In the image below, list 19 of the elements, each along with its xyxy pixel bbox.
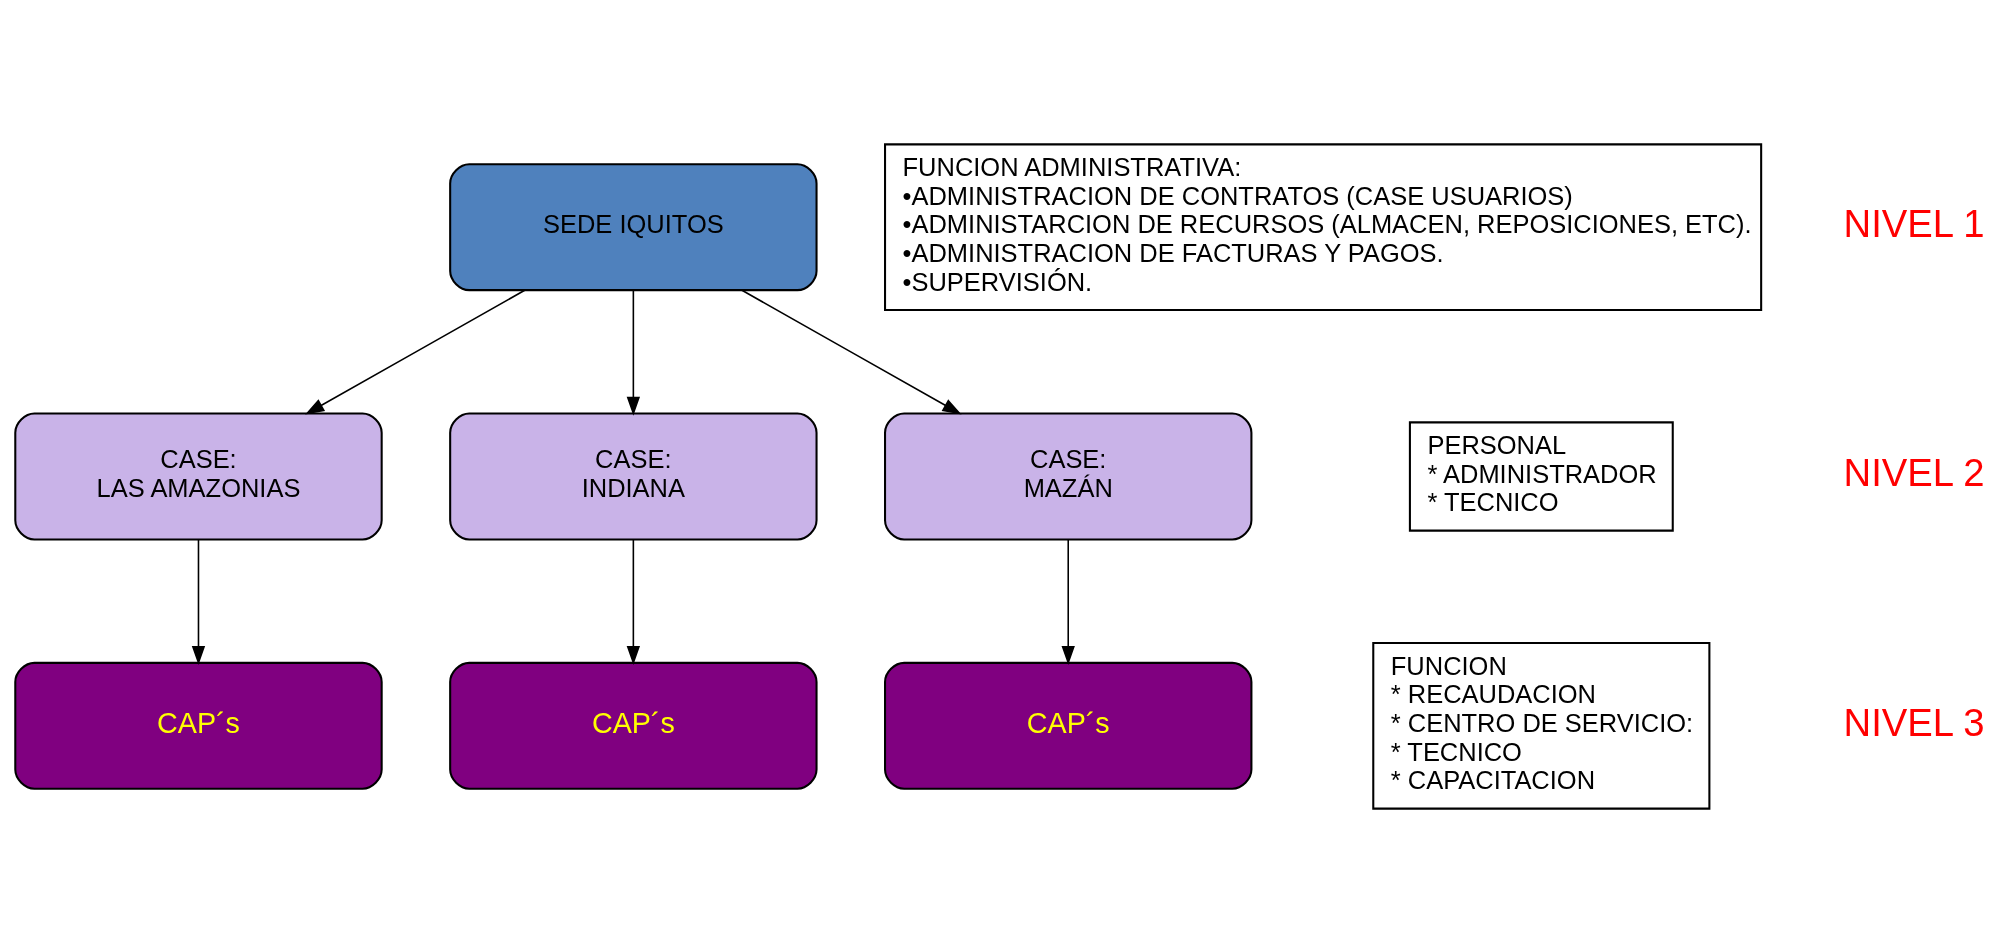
arrow xyxy=(305,288,526,415)
node-box: FUNCION ADMINISTRATIVA: •ADMINISTRACION DE CONTRATOS (CASE USUARIOS) •ADMINISTARCION DE RECURSOS (ALMACEN, REPOSICIONES, ETC). •ADMINISTRACION DE FACTURAS Y PAGOS. •SUPERVISIÓN. xyxy=(884,142,1763,311)
node-box: PERSONAL * ADMINISTRADOR * TECNICO xyxy=(1408,420,1674,532)
label: NIVEL 3 xyxy=(1843,700,1985,744)
arrow xyxy=(1061,538,1075,665)
node-box: CASE: MAZÁN xyxy=(884,412,1253,540)
label: NIVEL 1 xyxy=(1843,201,1985,245)
node-box: CASE: LAS AMAZONIAS xyxy=(14,412,383,540)
node-box: FUNCION * RECAUDACION * CENTRO DE SERVICIO: * TECNICO * CAPACITACION xyxy=(1372,641,1711,810)
node-box: CASE: INDIANA xyxy=(449,412,818,540)
node-box: CAP´s xyxy=(14,661,383,790)
node-box: SEDE IQUITOS xyxy=(449,162,818,291)
arrow xyxy=(191,538,206,665)
node-box: CAP´s xyxy=(884,661,1253,790)
node-box: CAP´s xyxy=(449,661,818,790)
arrow xyxy=(626,288,641,416)
label: NIVEL 2 xyxy=(1843,450,1985,494)
arrow xyxy=(741,288,962,415)
arrow xyxy=(626,538,641,665)
